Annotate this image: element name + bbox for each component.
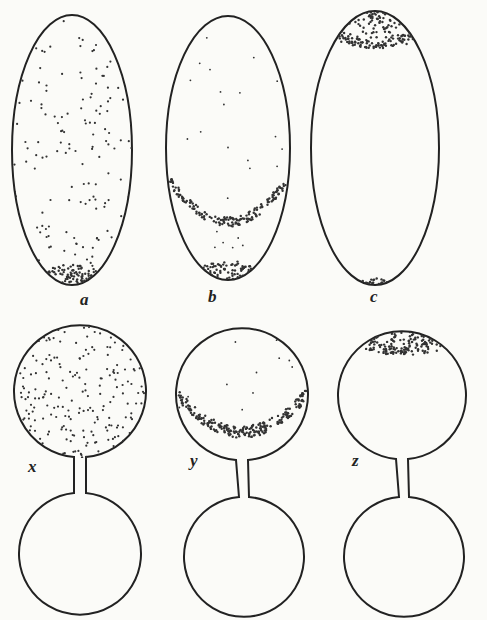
figure-letter: b (208, 288, 217, 305)
figure-letter: c (370, 288, 378, 305)
figure-letter: x (28, 458, 37, 475)
stipple-group (315, 0, 436, 288)
flask-outline (14, 325, 146, 614)
stipple-group (13, 325, 147, 459)
figure-letter: a (80, 291, 89, 308)
flask-outline (176, 328, 308, 617)
stippling (12, 0, 466, 459)
stipple-group (166, 17, 289, 285)
stipple-group (12, 15, 132, 292)
stipple-group (178, 339, 307, 438)
flask-outline (338, 331, 466, 617)
stipple-group (336, 307, 466, 356)
figure-letter: y (190, 452, 198, 469)
egg-outline (311, 11, 439, 285)
figure-letter: z (352, 452, 359, 469)
egg-outline (12, 15, 132, 285)
egg-outline (166, 16, 290, 280)
